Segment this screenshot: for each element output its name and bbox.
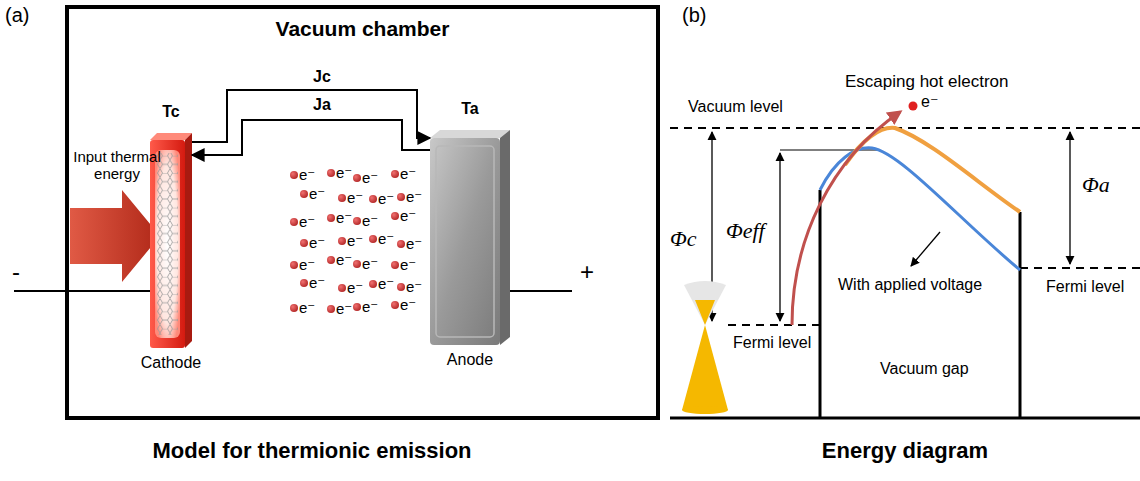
electron: e⁻ — [391, 165, 416, 182]
chamber-title: Vacuum chamber — [69, 17, 656, 41]
polarity-sign: - — [12, 258, 20, 286]
electrode-name: Cathode — [141, 354, 202, 372]
current-label: Jc — [311, 68, 333, 86]
input-label: Input thermal energy — [70, 148, 164, 183]
current-arrow — [192, 90, 430, 142]
panel-letter: (a) — [5, 4, 29, 27]
anode-plate: TaAnode — [430, 130, 510, 345]
electron: e⁻ — [300, 274, 325, 291]
level-label: Fermi level — [1046, 278, 1124, 296]
electron: e⁻ — [327, 164, 352, 181]
panel-letter: (b) — [682, 4, 706, 27]
work-function: Φc — [670, 226, 697, 251]
electron: e⁻ — [369, 190, 394, 207]
electron: e⁻ — [327, 300, 352, 317]
electron: e⁻ — [290, 166, 315, 183]
work-function: Φeff — [726, 218, 765, 243]
electron: e⁻ — [353, 298, 378, 315]
panel-caption: Model for thermionic emission — [152, 438, 471, 463]
electron: e⁻ — [397, 278, 422, 295]
electron: e⁻ — [300, 185, 325, 202]
work-function: Φa — [1082, 172, 1110, 197]
temperature-label: Tc — [162, 103, 179, 121]
electron: e⁻ — [391, 296, 416, 313]
current-label: Ja — [311, 96, 333, 114]
electron: e⁻ — [300, 234, 325, 251]
callout-label: Escaping hot electron — [845, 72, 1009, 92]
electron: e⁻ — [338, 189, 363, 206]
electron: e⁻ — [369, 230, 394, 247]
electron: e⁻ — [353, 212, 378, 229]
current-arrow — [192, 120, 430, 155]
level-label: Vacuum level — [688, 98, 783, 116]
electron: e⁻ — [290, 256, 315, 273]
electron: e⁻ — [338, 279, 363, 296]
electron: e⁻ — [353, 169, 378, 186]
electron: e⁻ — [369, 275, 394, 292]
polarity-sign: + — [580, 258, 594, 286]
electron: e⁻ — [327, 251, 352, 268]
electron: e⁻ — [391, 256, 416, 273]
level-label: Fermi level — [733, 334, 811, 352]
electron: e⁻ — [353, 255, 378, 272]
panel-caption: Energy diagram — [822, 438, 988, 463]
region-label: Vacuum gap — [880, 360, 969, 378]
electron: e⁻ — [338, 232, 363, 249]
electron: e⁻ — [327, 209, 352, 226]
electron: e⁻ — [397, 235, 422, 252]
electron: e⁻ — [290, 213, 315, 230]
electron-label: e⁻ — [921, 93, 938, 111]
cathode-plate: TcCathode — [150, 133, 192, 348]
electron: e⁻ — [397, 188, 422, 205]
temperature-label: Ta — [461, 100, 478, 118]
electron: e⁻ — [391, 207, 416, 224]
electron: e⁻ — [290, 299, 315, 316]
callout-label: With applied voltage — [838, 276, 982, 294]
electrode-name: Anode — [447, 351, 493, 369]
